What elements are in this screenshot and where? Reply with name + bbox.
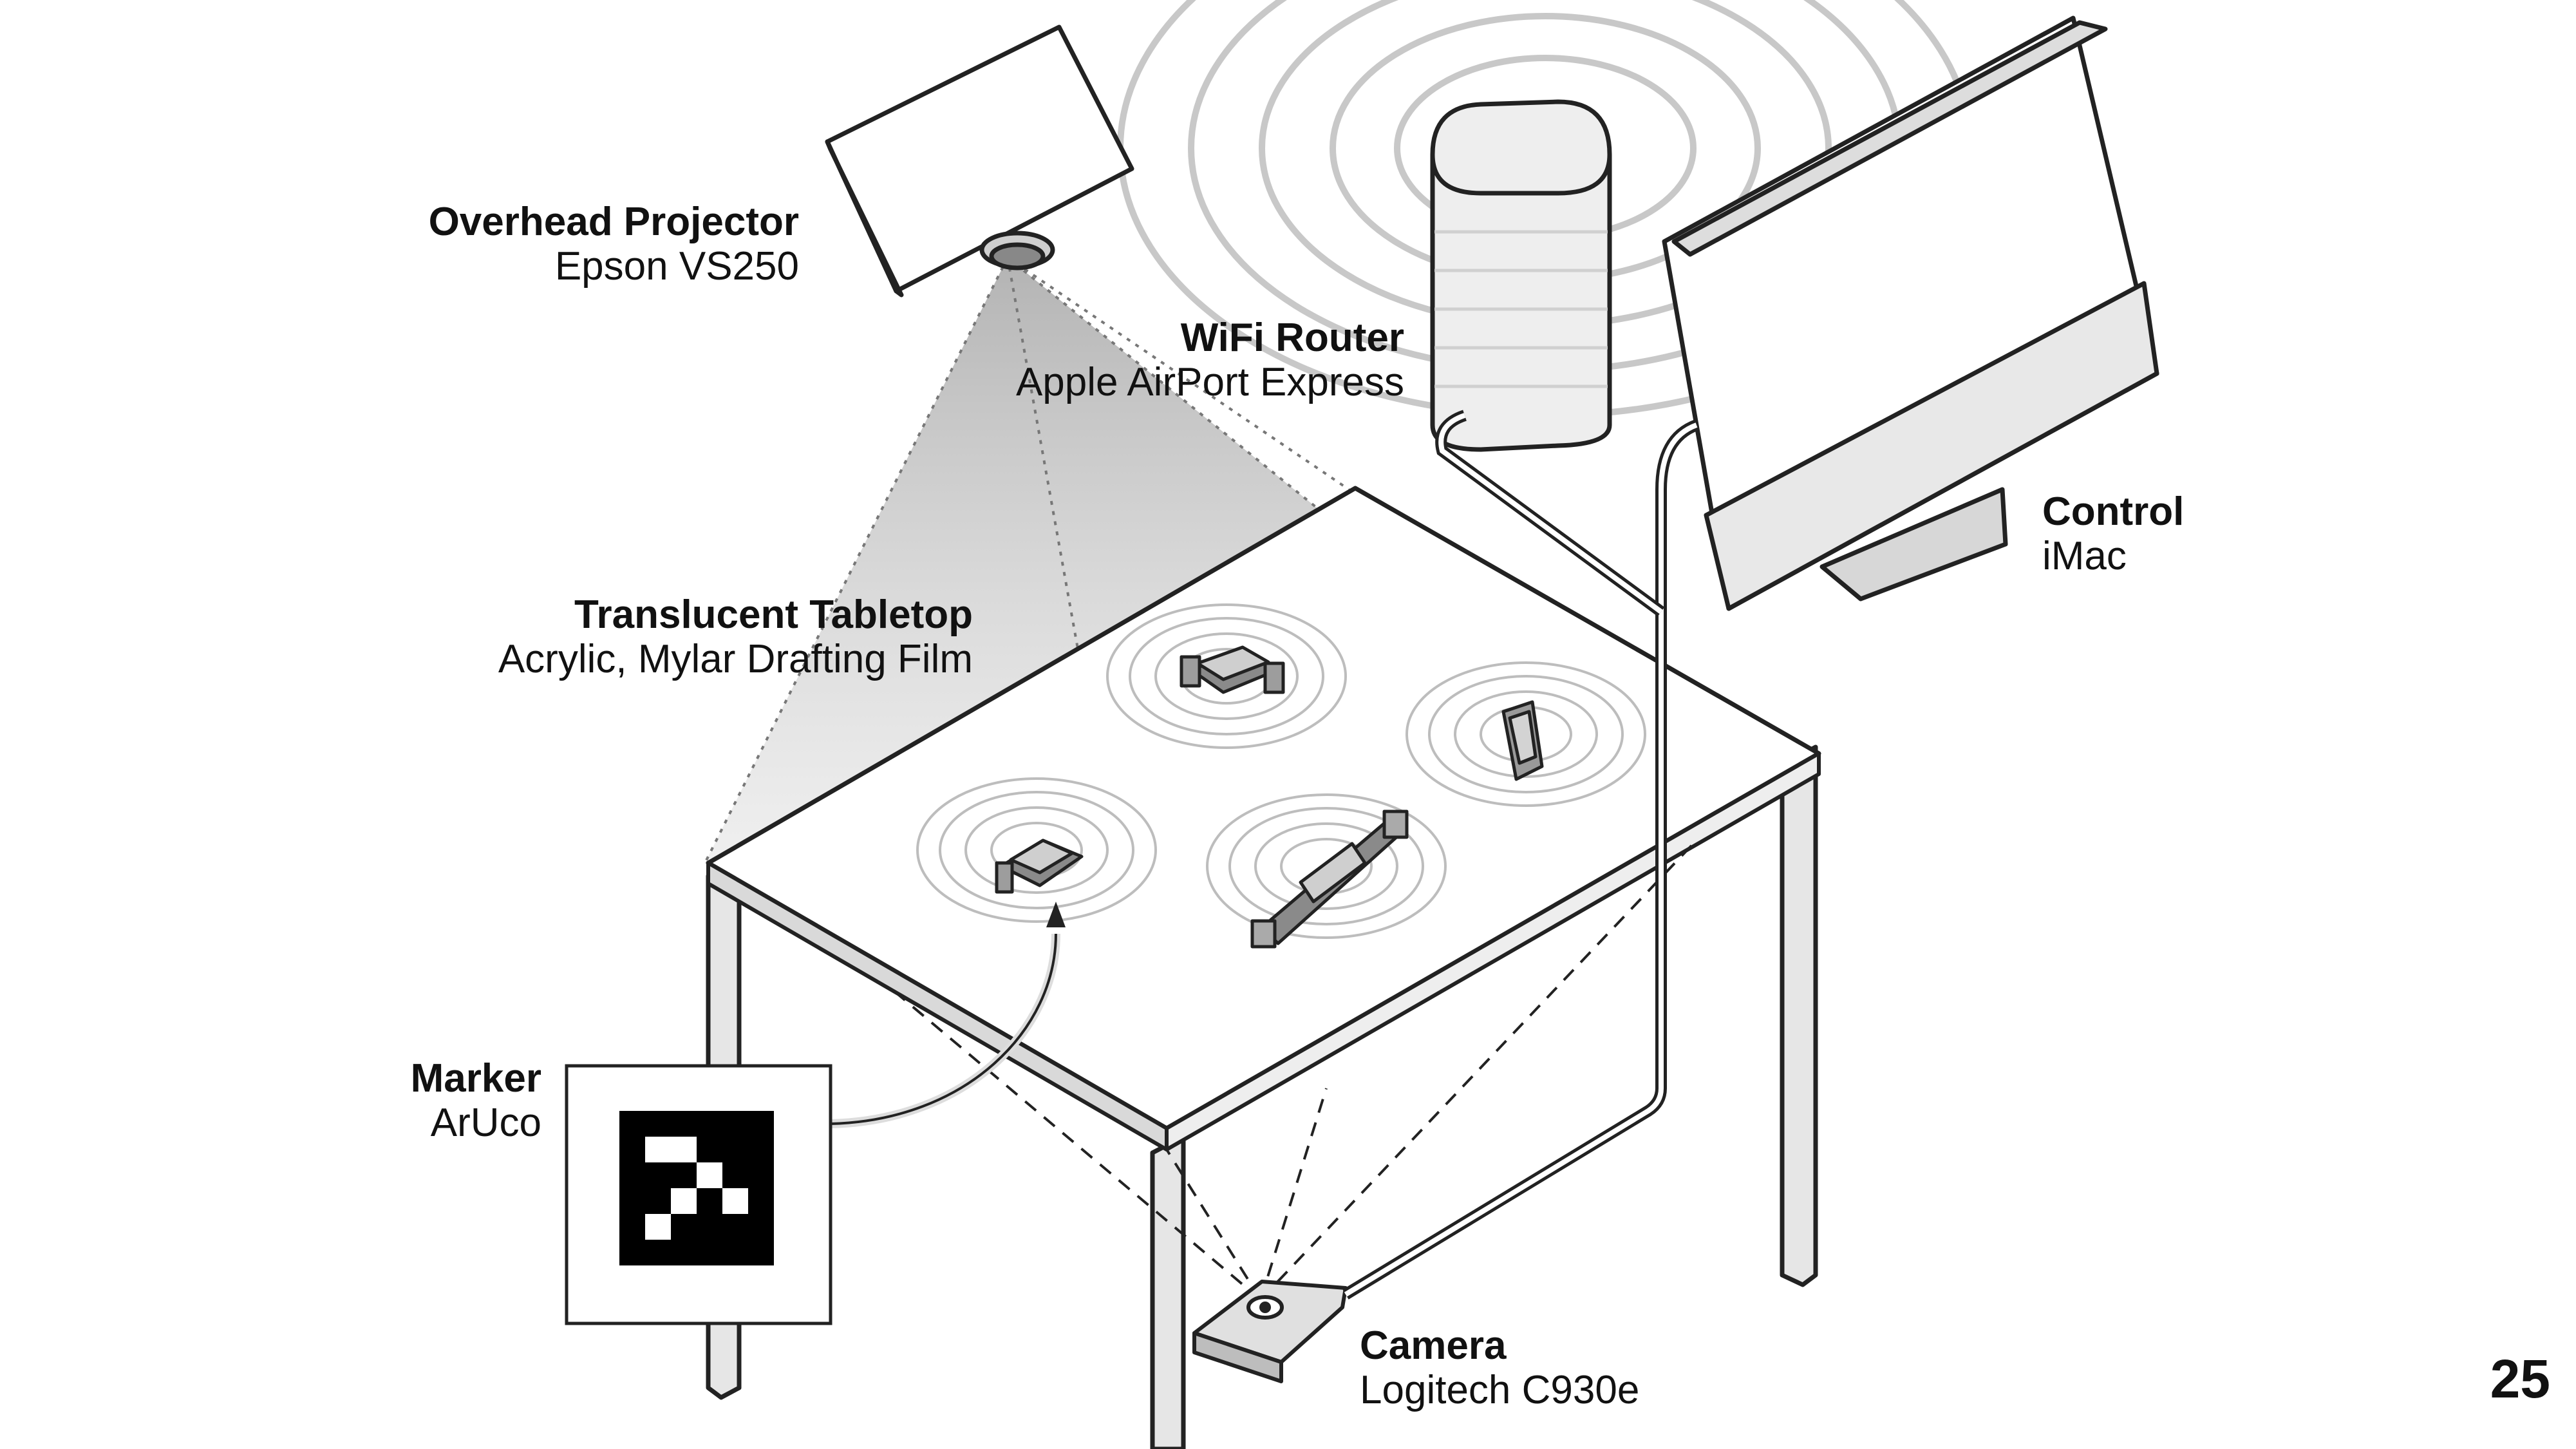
overhead-projector	[827, 27, 1132, 295]
aruco-marker-card	[567, 1066, 831, 1323]
label-subtitle: ArUco	[411, 1101, 541, 1145]
label-camera: Camera Logitech C930e	[1360, 1323, 1639, 1413]
label-translucent-tabletop: Translucent Tabletop Acrylic, Mylar Draf…	[498, 592, 973, 682]
label-marker: Marker ArUco	[411, 1056, 541, 1146]
label-wifi-router: WiFi Router Apple AirPort Express	[1016, 316, 1404, 405]
label-title: Marker	[411, 1056, 541, 1101]
camera-device	[1194, 1282, 1346, 1381]
label-title: Overhead Projector	[429, 200, 799, 244]
label-title: Control	[2042, 489, 2184, 534]
label-control: Control iMac	[2042, 489, 2184, 579]
page-number: 25	[2490, 1348, 2550, 1410]
label-subtitle: Logitech C930e	[1360, 1368, 1639, 1412]
label-overhead-projector: Overhead Projector Epson VS250	[429, 200, 799, 289]
label-subtitle: Apple AirPort Express	[1016, 360, 1404, 404]
wifi-router	[1433, 102, 1610, 450]
label-title: WiFi Router	[1016, 316, 1404, 360]
label-title: Camera	[1360, 1323, 1639, 1368]
label-title: Translucent Tabletop	[498, 592, 973, 637]
label-subtitle: Epson VS250	[429, 244, 799, 289]
label-subtitle: Acrylic, Mylar Drafting Film	[498, 637, 973, 681]
label-subtitle: iMac	[2042, 534, 2184, 578]
